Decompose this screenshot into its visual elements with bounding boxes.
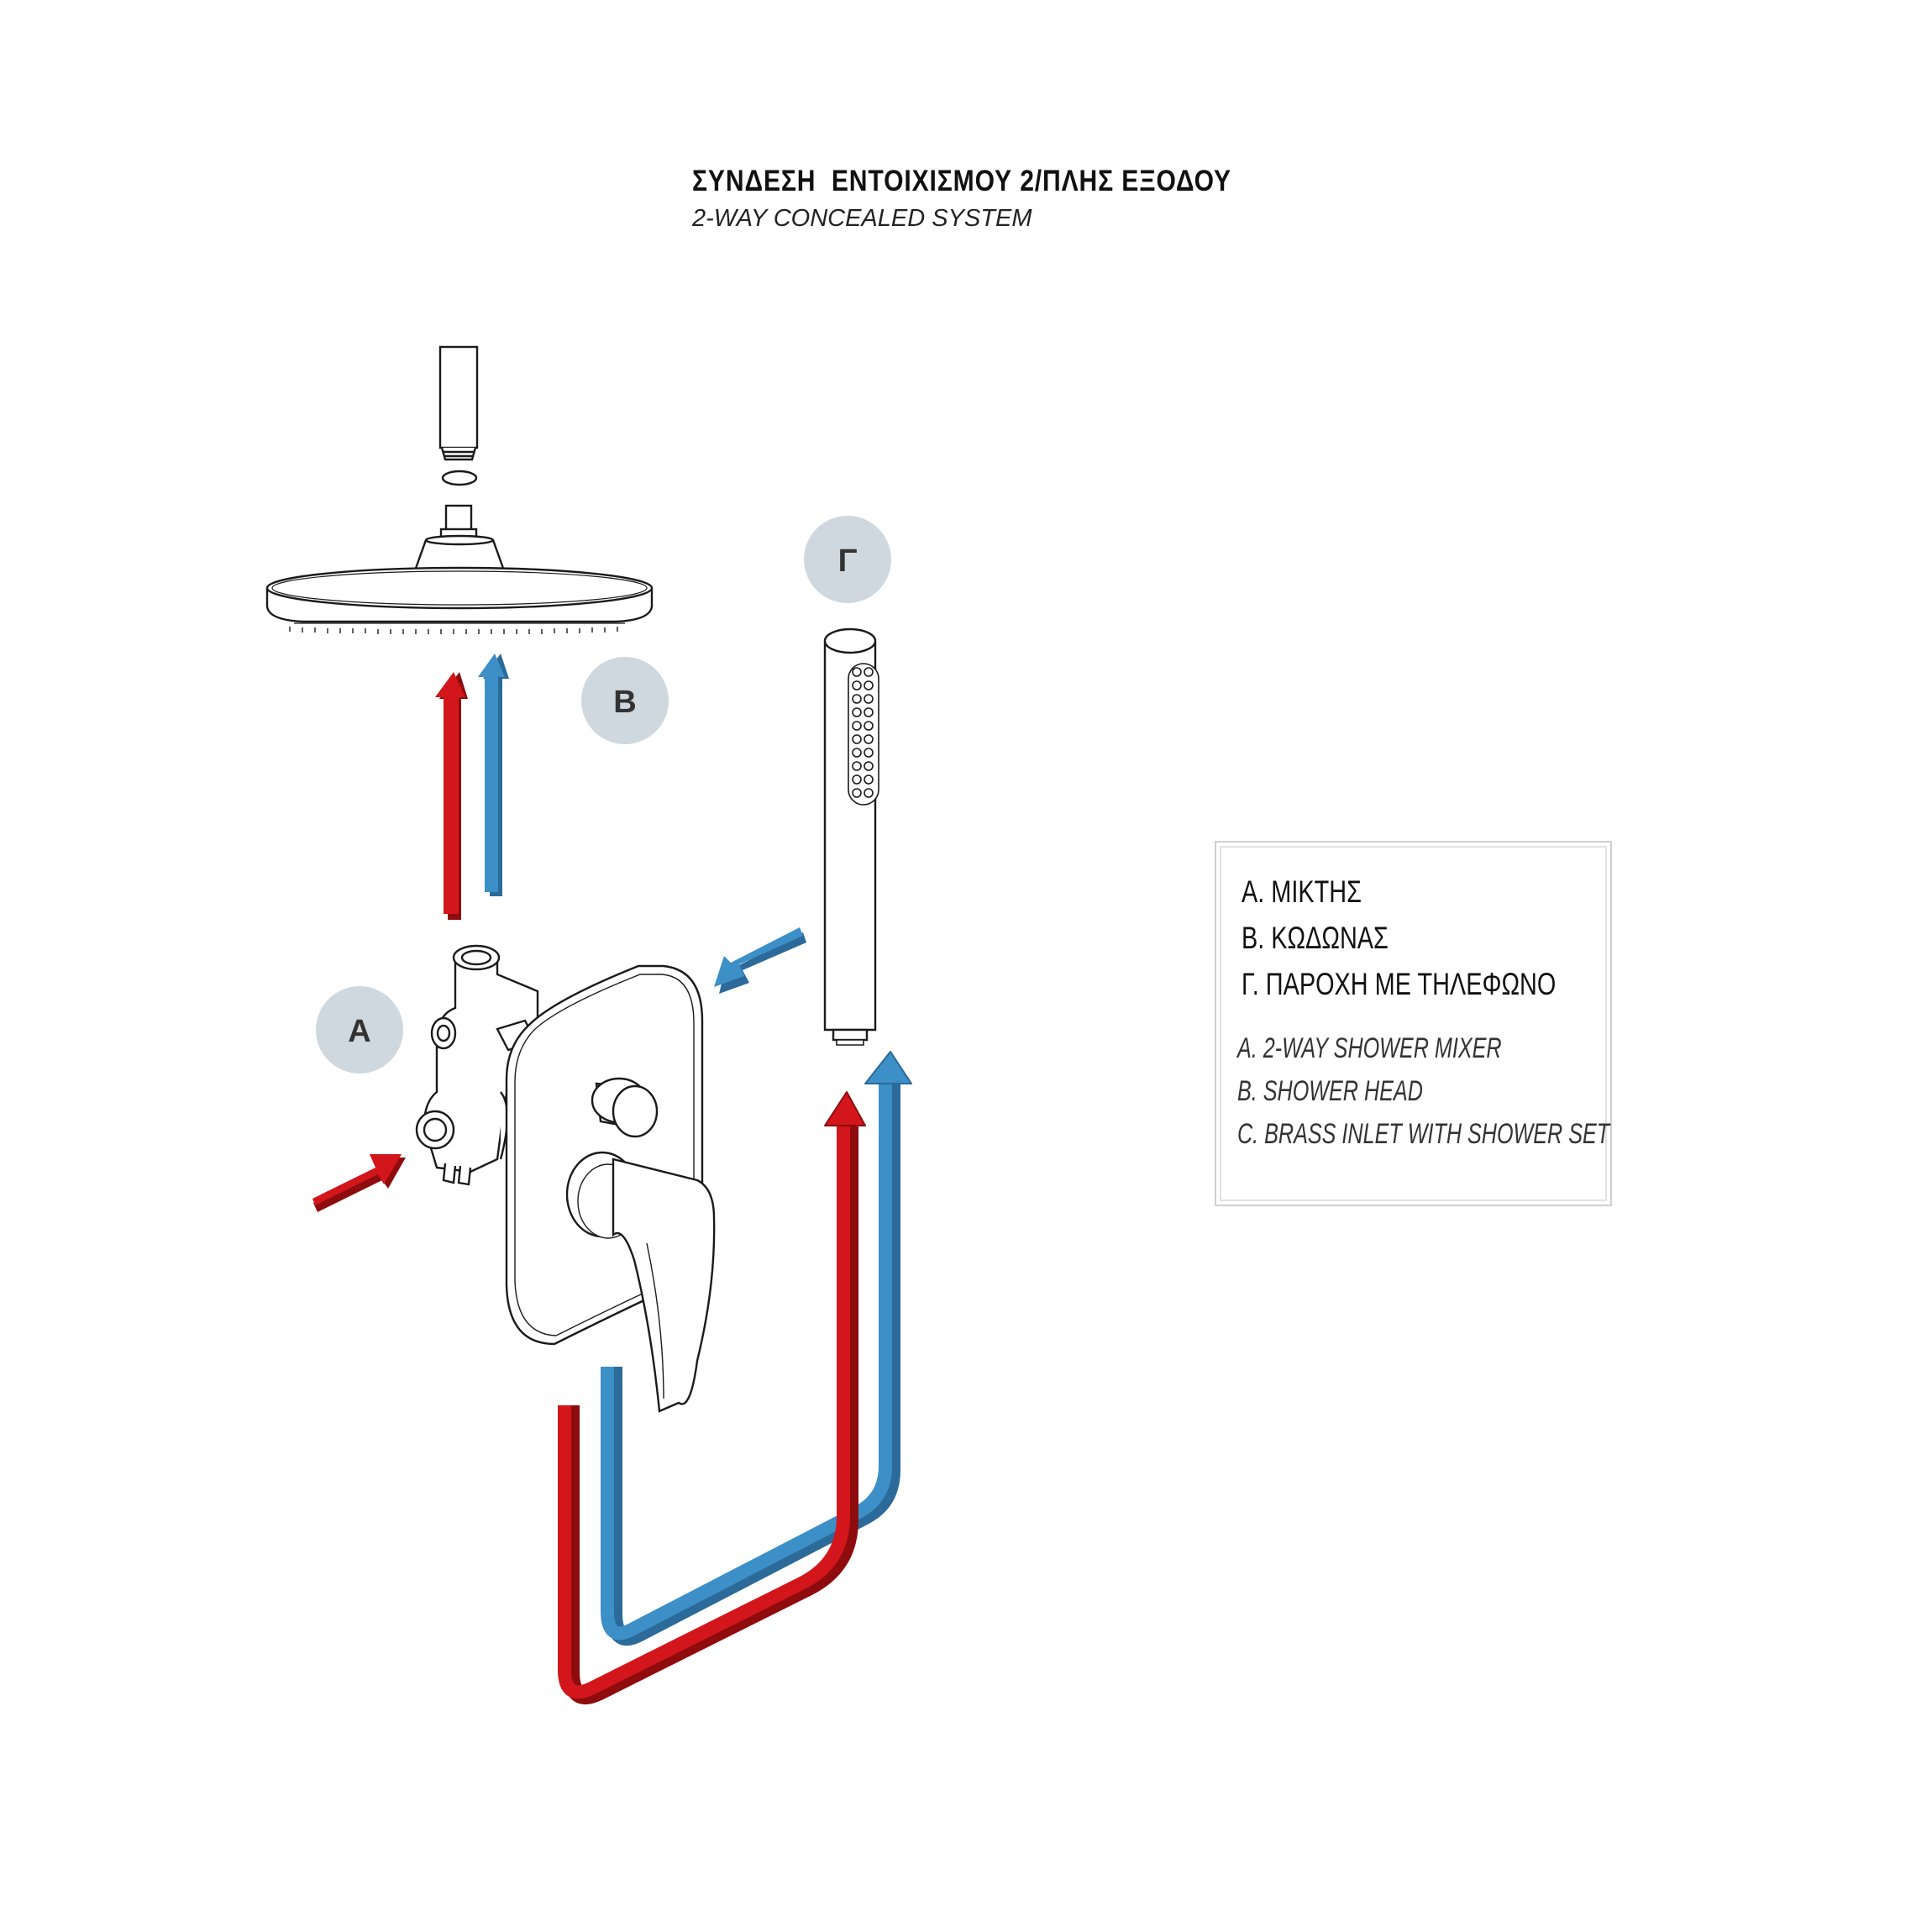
badge-a: A xyxy=(316,986,403,1074)
title-english: 2-WAY CONCEALED SYSTEM xyxy=(692,205,1032,232)
legend-english-item: A. 2-WAY SHOWER MIXER xyxy=(1237,1032,1502,1064)
legend-inner-border xyxy=(1220,846,1607,1201)
cold-arrow-to-mixer xyxy=(714,927,806,994)
legend-greek-item: A. ΜΙΚΤΗΣ xyxy=(1242,874,1362,909)
badge-b-label: B xyxy=(613,685,636,720)
hot-arrow-to-shower-head xyxy=(435,672,468,920)
title-greek: ΣΥΝΔΕΣΗ ΕΝΤΟΙΧΙΣΜΟΥ 2/ΠΛΗΣ ΕΞΟΔΟΥ xyxy=(692,165,1231,197)
legend-greek-item: Γ. ΠΑΡΟΧΗ ΜΕ ΤΗΛΕΦΩΝΟ xyxy=(1242,967,1557,1001)
ceiling-arm xyxy=(438,345,479,541)
title-block: ΣΥΝΔΕΣΗ ΕΝΤΟΙΧΙΣΜΟΥ 2/ΠΛΗΣ ΕΞΟΔΟΥ 2-WAY … xyxy=(692,165,1320,233)
legend-english-item: B. SHOWER HEAD xyxy=(1237,1075,1423,1107)
badge-b: B xyxy=(581,657,669,744)
badge-c-label: Γ xyxy=(838,543,858,579)
shower-head xyxy=(265,534,654,634)
legend-box: A. ΜΙΚΤΗΣ B. ΚΩΔΩΝΑΣ Γ. ΠΑΡΟΧΗ ΜΕ ΤΗΛΕΦΩ… xyxy=(1215,841,1612,1206)
hand-shower xyxy=(823,627,879,1046)
hot-inlet-arrow xyxy=(312,1154,406,1212)
diverter-knob xyxy=(591,1077,659,1138)
badge-a-label: A xyxy=(348,1014,370,1049)
lever-handle xyxy=(565,1151,716,1413)
legend-greek-item: B. ΚΩΔΩΝΑΣ xyxy=(1242,921,1389,955)
hot-pipe-loop xyxy=(558,1091,866,1705)
cold-arrow-to-shower-head xyxy=(478,654,509,896)
badge-c: Γ xyxy=(804,516,891,603)
legend-english-item: C. BRASS INLET WITH SHOWER SET xyxy=(1237,1118,1610,1150)
mixer-body xyxy=(415,944,539,1186)
